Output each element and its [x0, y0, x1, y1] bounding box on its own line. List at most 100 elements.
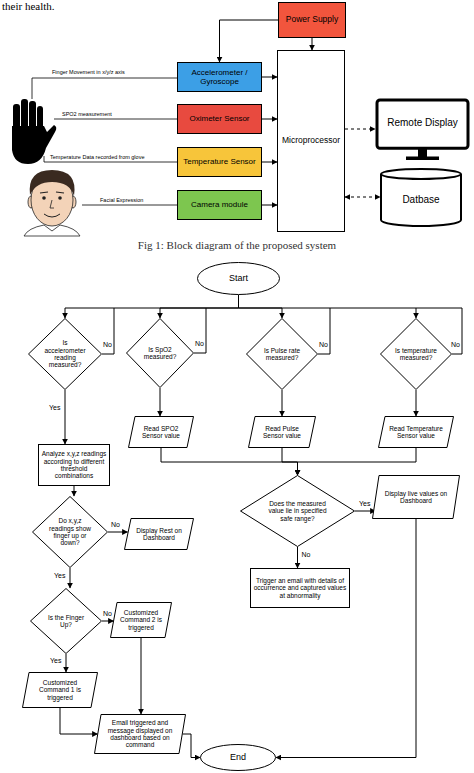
text-block: Datbase [385, 194, 457, 206]
text-block: Do x,y,z readings show finger up or down… [46, 517, 93, 547]
para-outline [249, 417, 316, 448]
node-text: Datbase [385, 194, 457, 206]
diamond-outline [381, 319, 452, 390]
node-text: Email triggered and message displayed on… [102, 719, 178, 749]
text-block: Customized Command 2 is triggered [118, 609, 164, 631]
decision-diamond: Is temperature measured? [380, 318, 452, 390]
signal-label: SPO2 measurement [62, 111, 112, 117]
para-outline [373, 476, 460, 519]
node-text: End [206, 752, 271, 762]
connector-arrow [220, 20, 279, 62]
text-block: Display live values on Dashboard [380, 490, 452, 505]
diamond-outline [247, 319, 318, 390]
sensor-box: Oximeter Sensor [177, 104, 262, 134]
para-outline [125, 519, 194, 550]
para-outline [95, 715, 186, 754]
connector-arrow [345, 197, 380, 198]
connector-arrow [345, 129, 375, 130]
connector-arrow [262, 162, 277, 163]
text-block: Does the measured value lie in specified… [262, 500, 333, 522]
branch-label: No [319, 341, 328, 349]
connector-arrow [239, 295, 283, 318]
sensor-box: Accelerometer / Gyroscope [177, 62, 262, 92]
camera-box: Camera module [177, 190, 262, 220]
connector-arrow [161, 448, 298, 475]
node-text: Temperature Sensor [180, 157, 259, 166]
connector-arrow [262, 77, 277, 78]
face-illustration [24, 170, 80, 236]
node-text: Power Supply [281, 15, 343, 25]
io-box: Display live values on Dashboard [372, 475, 460, 519]
node-text: Is the Finger Up? [44, 614, 89, 629]
decision-diamond: Do x,y,z readings show finger up or down… [32, 496, 108, 568]
para-outline [379, 417, 454, 448]
connector-arrow [262, 119, 277, 120]
io-box: Read SPO2 Sensor value [128, 416, 194, 448]
io-box: Read Pulse Sensor value [248, 416, 316, 448]
connector-arrow [60, 708, 98, 734]
process-box: Analyze x,y,z readings according to diff… [38, 444, 110, 486]
connector-arrow [70, 568, 71, 588]
text-block: Analyze x,y,z readings according to diff… [41, 450, 107, 480]
connector-arrow [65, 390, 66, 444]
diamond-outline [127, 319, 194, 388]
text-block: Oximeter Sensor [180, 114, 259, 123]
text-block: Camera module [180, 200, 259, 209]
edge-label: No [111, 521, 120, 529]
node-text: Camera module [180, 200, 259, 209]
power-box: Power Supply [278, 2, 346, 38]
io-box: Customized Command 1 is triggered [22, 672, 98, 708]
diamond-outline [29, 319, 102, 390]
node-text: Accelerometer / Gyroscope [180, 68, 259, 86]
process-box: Trigger an email with details of occurre… [250, 568, 350, 608]
decision-diamond: Is the Finger Up? [30, 588, 102, 654]
para-outline [129, 417, 194, 448]
figure-caption: Fig 1: Block diagram of the proposed sys… [0, 239, 474, 251]
connector-arrow [282, 448, 298, 475]
node-text: Is Pulse rate measured? [260, 347, 305, 362]
sensor-box: Temperature Sensor [177, 147, 262, 177]
decision-diamond: Is accelerometer reading measured? [28, 318, 102, 390]
node-text: Microprocessor [280, 136, 342, 146]
diamond-outline [241, 476, 355, 547]
connector-arrow [160, 295, 239, 318]
edge-label: No [103, 610, 112, 618]
text-block: Customized Command 1 is triggered [30, 679, 90, 701]
connector-arrow [355, 511, 376, 512]
display-monitor: Remote Display [375, 98, 470, 160]
connector-arrow [160, 388, 161, 416]
text-block: Is Pulse rate measured? [260, 347, 305, 362]
signal-label: Finger Movement in x/y/z axis [52, 69, 125, 75]
diamond-outline [33, 497, 108, 568]
text-block: Microprocessor [280, 136, 342, 146]
branch-label: No [195, 340, 204, 348]
text-block: Is SpO2 measured? [139, 346, 181, 361]
node-text: Oximeter Sensor [180, 114, 259, 123]
text-block: Is accelerometer reading measured? [42, 339, 88, 369]
decision-diamond: Is Pulse rate measured? [246, 318, 318, 390]
node-text: Customized Command 2 is triggered [118, 609, 164, 631]
text-block: Display Rest on Dashboard [132, 527, 186, 542]
edge-label: Yes [359, 500, 370, 508]
node-text: Trigger an email with details of occurre… [253, 577, 347, 599]
node-text: Display Rest on Dashboard [132, 527, 186, 542]
input-wire [32, 78, 177, 205]
text-block: Is temperature measured? [394, 347, 439, 362]
text-block: Read Pulse Sensor value [256, 425, 308, 440]
text-block: Read SPO2 Sensor value [136, 425, 186, 440]
node-text: Start [203, 273, 274, 283]
node-text: Is SpO2 measured? [139, 346, 181, 361]
signal-label: Temperature Data recorded from glove [50, 154, 144, 160]
connector-arrow [65, 295, 239, 318]
connector-arrow [312, 38, 313, 50]
connector-arrow [102, 621, 114, 622]
edge-label: No [302, 551, 311, 559]
node-text: Read Pulse Sensor value [256, 425, 308, 440]
connector-arrow [416, 390, 417, 416]
connector-arrow [108, 532, 128, 533]
connector-arrow [141, 638, 142, 714]
edge-label: Yes [50, 657, 61, 665]
node-text: Do x,y,z readings show finger up or down… [46, 517, 93, 547]
processor-box: Microprocessor [277, 50, 345, 232]
text-block: Remote Display [381, 117, 464, 129]
